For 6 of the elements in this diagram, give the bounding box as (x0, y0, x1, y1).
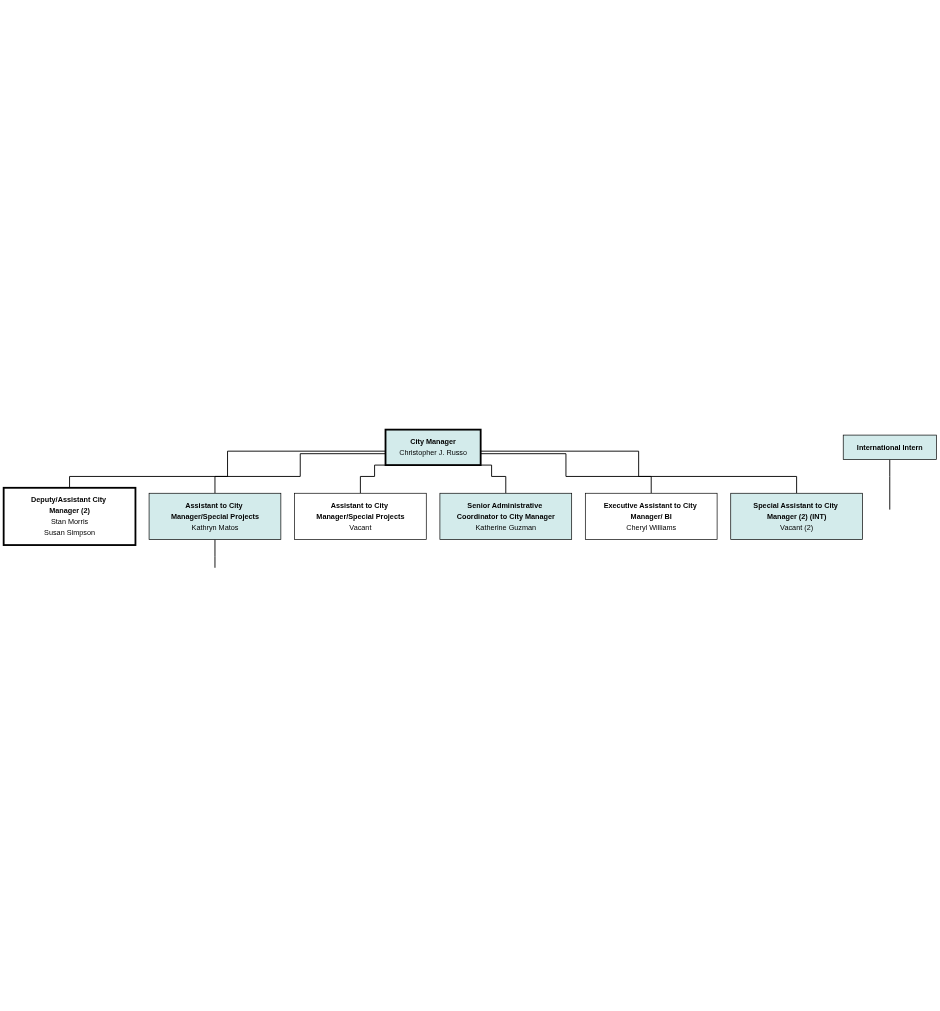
connector (214, 453, 386, 494)
connector (214, 539, 216, 569)
connector (480, 450, 798, 494)
connector (69, 450, 386, 489)
connector (480, 453, 652, 494)
connector (889, 459, 891, 511)
